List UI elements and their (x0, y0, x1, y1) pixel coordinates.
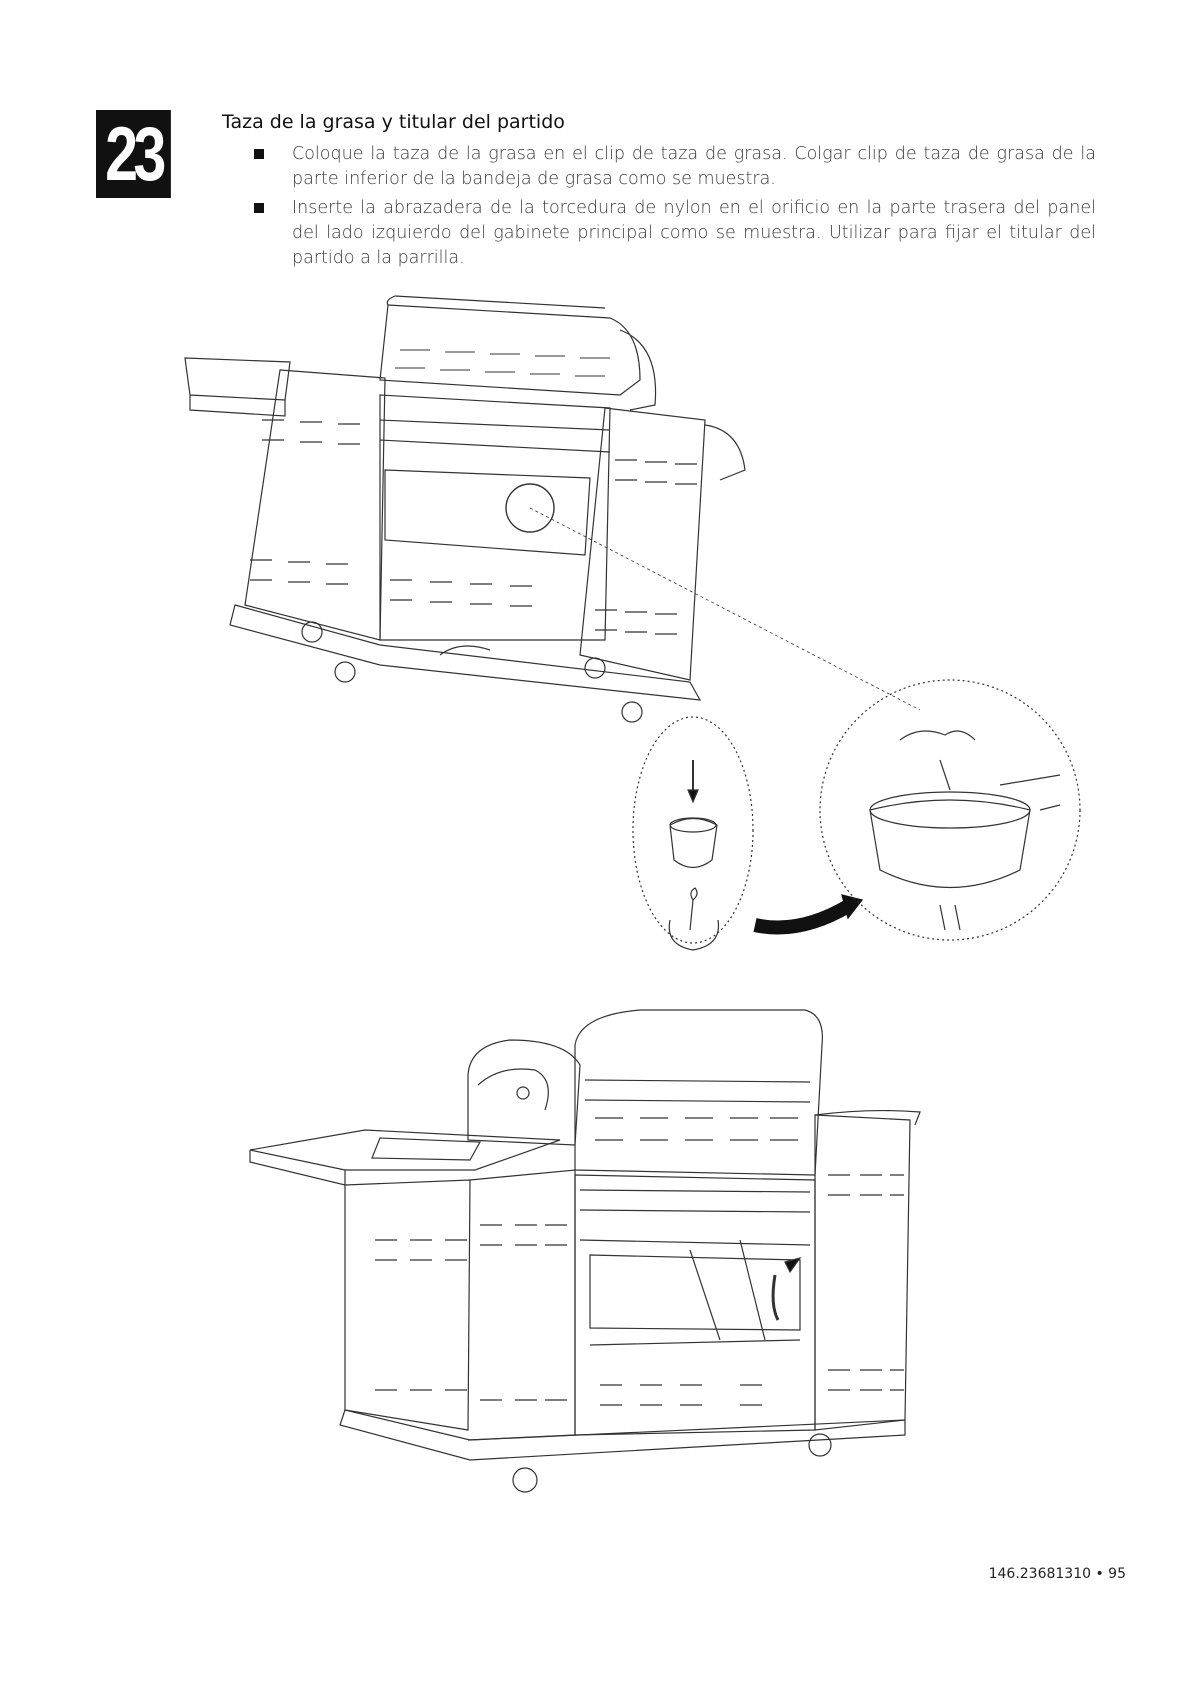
page-footer: 146.23681310 • 95 (988, 1566, 1126, 1582)
instruction-list: Coloque la taza de la grasa en el clip d… (254, 142, 1096, 275)
instruction-item: Inserte la abrazadera de la torcedura de… (254, 196, 1096, 271)
grill-rear-view-illustration (184, 295, 746, 723)
instruction-text: Coloque la taza de la grasa en el clip d… (292, 144, 1096, 189)
instruction-text: Inserte la abrazadera de la torcedura de… (292, 198, 1096, 268)
step-number: 23 (105, 111, 166, 197)
bullet-square-icon (254, 149, 264, 159)
instruction-item: Coloque la taza de la grasa en el clip d… (254, 142, 1096, 192)
step-number-badge: 23 (96, 110, 171, 198)
grease-cup-clip-detail (632, 716, 754, 951)
bullet-square-icon (254, 203, 264, 213)
grill-front-view-illustration (249, 1009, 921, 1493)
grease-cup-magnified-detail (819, 679, 1081, 941)
callout-leader-line (529, 507, 921, 711)
curved-arrow-icon (753, 898, 854, 935)
step-title: Taza de la grasa y titular del partido (222, 111, 565, 133)
